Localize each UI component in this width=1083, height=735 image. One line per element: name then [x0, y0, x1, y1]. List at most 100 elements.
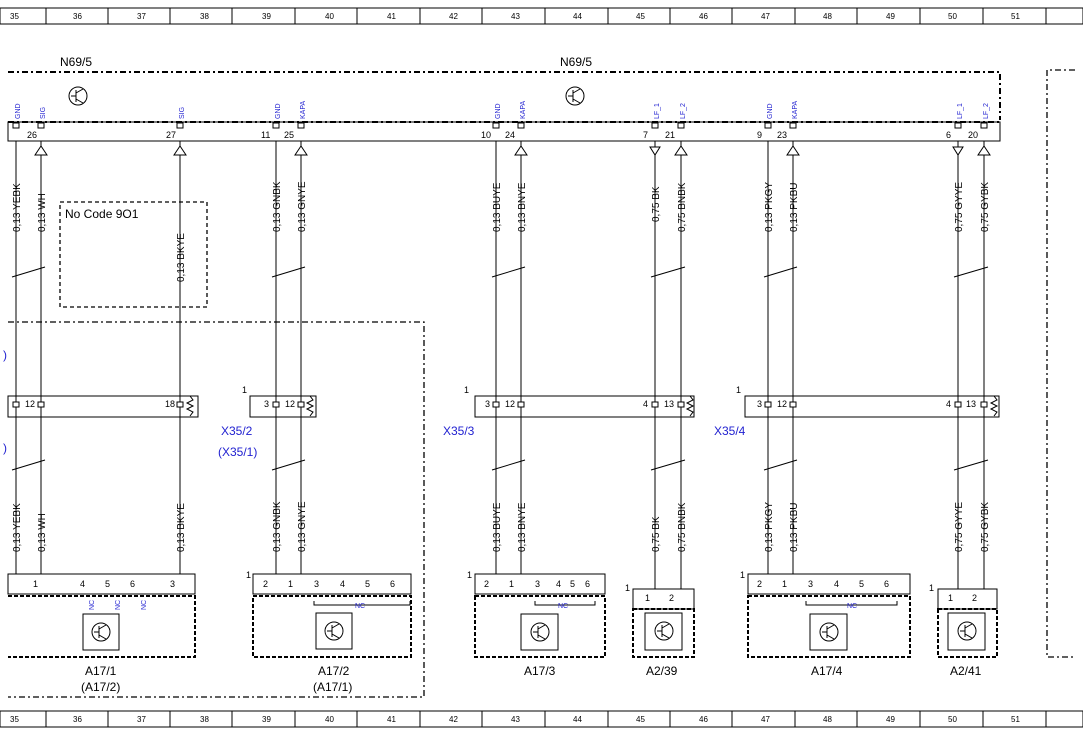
cropped-label-fragment: ) [3, 348, 7, 362]
wire-label: 0,13 WH [37, 513, 48, 552]
connector-label: X35/2 [221, 424, 253, 438]
pin-number: 11 [261, 130, 270, 140]
transistor-icon [68, 86, 88, 106]
grid-label: 45 [636, 715, 645, 724]
pin-number: 25 [284, 130, 294, 140]
conn-pin: 12 [25, 399, 35, 409]
twist-mark [11, 459, 46, 471]
comp-pin: 6 [130, 579, 135, 589]
pin-terminal [954, 401, 962, 408]
grid-label: 51 [1011, 12, 1020, 21]
grid-label: 41 [387, 12, 396, 21]
grid-label: 37 [137, 715, 146, 724]
comp-pin-one: 1 [467, 570, 472, 580]
grid-label: 47 [761, 715, 770, 724]
grid-label: 48 [823, 12, 832, 21]
pin-terminal [12, 401, 20, 408]
comp-pin: 2 [972, 593, 977, 603]
pin-terminal [789, 401, 797, 408]
pin-terminal [492, 122, 500, 129]
pin-terminal [297, 122, 305, 129]
conn-pin-one: 1 [242, 385, 247, 395]
wire-label: 0,13 BNYE [517, 502, 528, 552]
comp-pin: 2 [263, 579, 268, 589]
wire-label: 0,13 GNYE [297, 501, 308, 552]
component-a17-4: 1 2 1 3 4 5 6 NC A17/4 [740, 570, 911, 678]
pin-terminal [517, 401, 525, 408]
nc-label: NC [115, 600, 122, 610]
twist-mark [763, 266, 798, 278]
component-label: A17/2 [318, 664, 350, 678]
signal-arrow-icon [786, 145, 800, 156]
component-alt-label: (A17/1) [313, 680, 352, 694]
twist-mark [491, 459, 526, 471]
comp-pin: 4 [834, 579, 839, 589]
comp-pin: 3 [170, 579, 175, 589]
pin-terminal [789, 122, 797, 129]
pin-number: 26 [27, 130, 37, 140]
component-label: A17/3 [524, 664, 556, 678]
signal-arrow-icon [294, 145, 308, 156]
grid-label: 38 [200, 12, 209, 21]
adjacent-module-edge [1046, 69, 1075, 658]
pin-terminal [651, 122, 659, 129]
signal-arrow-icon [34, 145, 48, 156]
pin-terminal [37, 122, 45, 129]
component-label: A17/1 [85, 664, 117, 678]
pin-number: 10 [481, 130, 491, 140]
twist-mark [650, 266, 686, 278]
pin-number: 27 [166, 130, 176, 140]
signal-arrow-icon [952, 146, 964, 156]
pin-terminal [517, 122, 525, 129]
conn-pin-one: 1 [464, 385, 469, 395]
pin-signal: GND [275, 103, 282, 119]
component-a2-39: 1 1 2 A2/39 [625, 583, 695, 678]
comp-pin: 2 [669, 593, 674, 603]
transistor-icon [957, 621, 977, 641]
wire-label: 0,75 GYBK [980, 182, 991, 232]
grid-label: 44 [573, 12, 582, 21]
transistor-icon [654, 621, 674, 641]
grid-label: 42 [449, 12, 458, 21]
wire-label: 0,13 GNBK [272, 181, 283, 232]
wire-label: 0,75 GYYE [954, 182, 965, 232]
comp-pin-one: 1 [625, 583, 630, 593]
comp-pin: 1 [645, 593, 650, 603]
comp-pin-one: 1 [246, 570, 251, 580]
pin-terminal [176, 401, 184, 408]
comp-pin: 2 [484, 579, 489, 589]
grid-label: 39 [262, 12, 271, 21]
signal-arrow-icon [173, 145, 187, 156]
wire-label: 0,75 BNBK [677, 182, 688, 232]
grid-label: 38 [200, 715, 209, 724]
grid-label: 41 [387, 715, 396, 724]
comp-pin: 1 [288, 579, 293, 589]
note-text: No Code 9O1 [65, 207, 139, 221]
grid-label: 35 [10, 715, 19, 724]
comp-pin: 4 [556, 579, 561, 589]
transistor-icon [91, 622, 111, 642]
wire-label: 0,13 YEBK [12, 183, 23, 232]
wire-label: 0,75 BK [651, 516, 662, 552]
wire-label: 0,13 BKYE [176, 233, 187, 282]
wire-label: 0,75 GYYE [954, 502, 965, 552]
twist-mark [763, 459, 798, 471]
pin-signal: GND [15, 103, 22, 119]
comp-pin: 5 [859, 579, 864, 589]
grid-label: 47 [761, 12, 770, 21]
conn-pin: 4 [946, 399, 951, 409]
pin-terminal [764, 122, 772, 129]
grid-label: 49 [886, 12, 895, 21]
wire-label: 0,13 GNBK [272, 501, 283, 552]
conn-pin: 4 [643, 399, 648, 409]
grid-label: 36 [73, 12, 82, 21]
comp-pin-one: 1 [740, 570, 745, 580]
connector-label: X35/3 [443, 424, 475, 438]
pin-signal: LF_2 [680, 103, 687, 119]
twist-mark [953, 459, 989, 471]
wire-label: 0,13 WH [37, 193, 48, 232]
nc-label: NC [141, 600, 148, 610]
comp-pin: 2 [757, 579, 762, 589]
comp-pin: 3 [314, 579, 319, 589]
signal-arrow-icon [977, 145, 991, 156]
